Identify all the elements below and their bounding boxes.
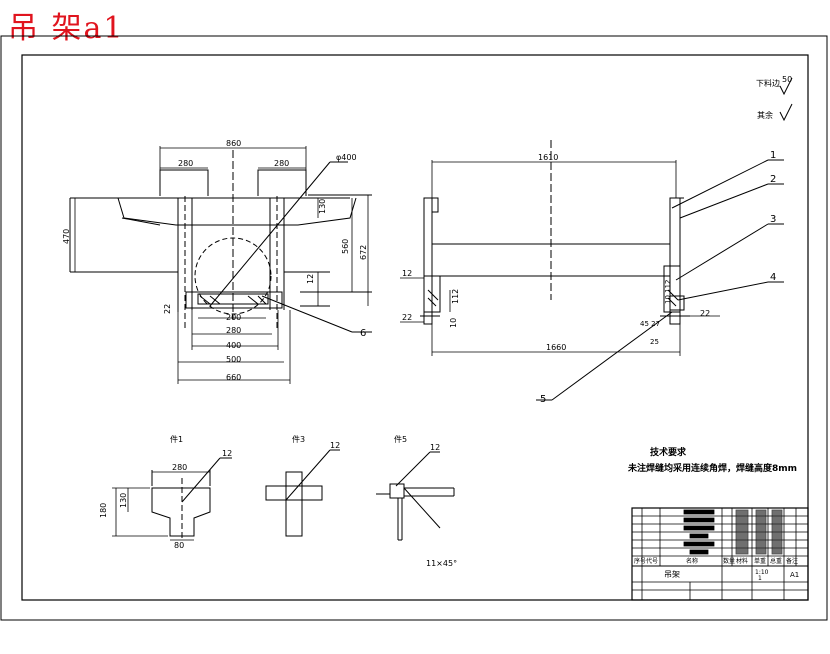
dim-side-22b: 22 — [700, 309, 710, 318]
surface-finish-marks: 下料边 50 其余 — [756, 75, 793, 122]
callout-3: 3 — [770, 214, 776, 225]
detail-1-label: 件1 — [170, 434, 183, 444]
callout-4: 4 — [770, 272, 776, 283]
drawing-no: A1 — [790, 571, 799, 579]
dim-22: 22 — [163, 304, 172, 314]
bom-h-3: 数量 — [723, 557, 735, 565]
dim-1610: 1610 — [538, 153, 558, 162]
front-view — [69, 150, 372, 333]
qty-value: 1 — [758, 575, 762, 582]
dim-side-10: 10 — [449, 318, 458, 328]
bom-h-1: 代号 — [646, 557, 658, 565]
side-view-dimensions — [400, 160, 720, 356]
dim-12: 12 — [306, 274, 315, 284]
dim-200: 200 — [226, 313, 241, 322]
dim-side-25: 25 — [650, 338, 659, 346]
part-name: 吊架 — [664, 570, 680, 579]
detail-1-dim-130: 130 — [119, 493, 128, 508]
detail-3-weld: 12 — [330, 441, 340, 450]
detail-1-dim-180: 180 — [99, 503, 108, 518]
dim-280: 280 — [226, 326, 241, 335]
dim-130: 130 — [318, 199, 327, 214]
detail-1-weld: 12 — [222, 449, 232, 458]
surface-label-1: 下料边 — [756, 78, 780, 88]
front-view-dimensions — [74, 146, 369, 384]
bom-h-6: 总重 — [770, 557, 782, 565]
dim-860: 860 — [226, 139, 241, 148]
detail-1-dim-80: 80 — [174, 541, 184, 550]
detail-5-weld: 12 — [430, 443, 440, 452]
bom-h-2: 名称 — [686, 557, 698, 565]
callout-6: 6 — [360, 328, 366, 339]
detail-3-label: 件3 — [292, 434, 305, 444]
dim-470: 470 — [62, 229, 71, 244]
dim-280-right: 280 — [274, 159, 289, 168]
dim-side-12: 12 — [402, 269, 412, 278]
dim-400: 400 — [226, 341, 241, 350]
callout-5: 5 — [540, 394, 546, 405]
callout-1: 1 — [770, 150, 776, 161]
bom-h-0: 序号 — [634, 557, 646, 565]
dim-280-left: 280 — [178, 159, 193, 168]
drawing-title: 吊 架a1 — [8, 11, 125, 46]
detail-5-chamfer: 11×45° — [426, 559, 457, 568]
scale-value: 1:10 — [755, 569, 769, 576]
detail-3 — [265, 449, 340, 537]
front-view-labels: 860 280 280 φ400 470 130 560 672 12 22 2… — [62, 139, 368, 382]
tech-heading: 技术要求 — [650, 446, 687, 458]
dim-500: 500 — [226, 355, 241, 364]
detail-5 — [376, 451, 455, 541]
surface-value-1: 50 — [782, 75, 792, 84]
dim-560: 560 — [341, 239, 350, 254]
dim-side-10-112: 10 112 — [664, 280, 672, 305]
dim-side-112: 112 — [451, 289, 460, 304]
bom-h-5: 单重 — [754, 557, 766, 565]
side-view-labels: 1610 1660 12 112 22 10 22 10 112 45 27 2… — [402, 150, 776, 405]
dim-dia-400: φ400 — [336, 153, 357, 162]
tech-requirements: 技术要求 未注焊缝均采用连续角焊，焊缝高度8mm — [627, 446, 797, 474]
inner-frame — [21, 54, 809, 601]
dim-1660: 1660 — [546, 343, 566, 352]
tech-line: 未注焊缝均采用连续角焊，焊缝高度8mm — [627, 462, 797, 474]
bom-h-7: 备注 — [786, 557, 798, 565]
detail-5-label: 件5 — [394, 434, 407, 444]
dim-side-22a: 22 — [402, 313, 412, 322]
title-block — [631, 507, 809, 601]
detail-1-dim-280: 280 — [172, 463, 187, 472]
surface-label-2: 其余 — [757, 110, 773, 120]
callout-2: 2 — [770, 174, 776, 185]
dim-672: 672 — [359, 245, 368, 260]
bom-h-4: 材料 — [736, 557, 748, 565]
dim-660: 660 — [226, 373, 241, 382]
side-view — [420, 140, 784, 401]
outer-frame — [0, 35, 828, 621]
dim-side-45-27: 45 27 — [640, 320, 660, 328]
detail-1 — [112, 457, 232, 541]
bom-header: 序号 代号 名称 数量 材料 单重 总重 备注 — [634, 557, 798, 565]
